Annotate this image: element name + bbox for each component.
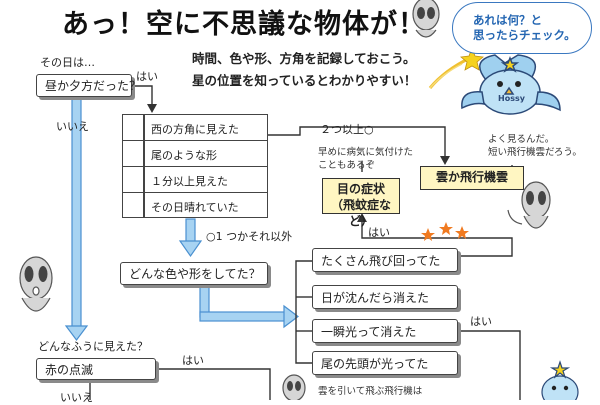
- alien-comment-line-1: よく見るんだ。: [488, 134, 555, 145]
- eye-note-line-2: こともあるぞ: [318, 160, 376, 171]
- line-options-bracket: [295, 260, 312, 364]
- shooting-star-icon: [428, 46, 484, 89]
- q1-yes-label: はい: [136, 70, 158, 83]
- head-q1-yes: [147, 104, 157, 113]
- check-west: 西の方角に見えた: [151, 123, 239, 136]
- intro-line-2: 星の位置を知っているとわかりやすい！: [192, 73, 417, 88]
- question-color-shape: どんな色や形をしてた？: [120, 262, 268, 285]
- option-tail-head-glowing: 尾の先頭が光ってた: [312, 351, 458, 375]
- eye-yes-label: はい: [368, 226, 390, 239]
- red-no-label: いいえ: [60, 391, 93, 404]
- alien-comment-line-2: 短い飛行機雲だろう。: [488, 147, 582, 158]
- alien-bottom-icon: [282, 374, 306, 400]
- check-clear-weather: その日晴れていた: [151, 201, 239, 214]
- mascot-name: Hossy: [498, 94, 525, 103]
- hint-bubble-line-1: あれは何？と: [473, 13, 542, 27]
- checklist-table: 西の方角に見えた 尾のような形 １分以上見えた その日晴れていた: [122, 114, 268, 218]
- sparkle-stars-icon: [421, 222, 469, 241]
- line-q1-yes: [132, 85, 153, 108]
- line-opt3-yes: [458, 330, 521, 400]
- arrow-no-head: [64, 325, 89, 341]
- bottom-note: 雲を引いて飛ぶ飛行機は: [318, 386, 423, 397]
- head-opt1-yes: [357, 213, 367, 222]
- line-two-or-more: [268, 126, 446, 160]
- red-yes-label: はい: [182, 354, 204, 367]
- line-red-yes: [128, 368, 271, 400]
- head-two-or-more: [440, 156, 450, 165]
- question-daytime: 昼か夕方だった？: [36, 74, 141, 97]
- hossy-small-icon: [541, 360, 579, 400]
- eye-result-line-1: 目の症状: [336, 182, 385, 196]
- hint-bubble-line-2: 思ったらチェック。: [473, 28, 576, 42]
- arrow-check-down: [185, 218, 196, 244]
- start-text: その日は…: [40, 56, 95, 69]
- label-one-or-other: ○1 つかそれ以外: [206, 230, 293, 243]
- thin-connectors: [89, 85, 521, 400]
- option-flying-around: たくさん飛び回ってた: [312, 248, 458, 272]
- arrow-q2-head: [283, 304, 299, 329]
- arrow-q2-right: [199, 311, 287, 322]
- eye-result-line-2: （飛蚊症など）: [330, 198, 391, 228]
- label-two-or-more: ２つ以上○: [320, 123, 374, 136]
- blue-arrows: [64, 98, 299, 341]
- eye-note-line-1: 早めに病気に気付けた: [318, 147, 414, 158]
- check-tail-shape: 尾のような形: [151, 149, 217, 162]
- alien-right-icon: [507, 181, 551, 229]
- option-vanished-after-sunset: 日が沈んだら消えた: [312, 285, 458, 309]
- hint-bubble: あれは何？と 思ったらチェック。: [452, 2, 592, 54]
- result-cloud-or-plane: 雲か飛行機雲: [420, 166, 524, 190]
- result-eye-symptom: 目の症状 （飛蚊症など）: [322, 178, 400, 228]
- alien-left-icon: [19, 256, 53, 312]
- alien-top-icon: [412, 0, 440, 38]
- check-over-one-minute: １分以上見えた: [151, 175, 228, 188]
- hossy-mascot-icon: [461, 54, 561, 115]
- q1-no-label: いいえ: [56, 120, 89, 133]
- intro-line-1: 時間、色や形、方角を記録しておこう。: [192, 51, 416, 66]
- arrow-check-head: [178, 240, 203, 258]
- option-yes-label: はい: [470, 315, 492, 328]
- line-opt1-yes: [361, 219, 513, 257]
- question-appearance: どんなふうに見えた？: [38, 340, 148, 353]
- page-title: あっ！空に不思議な物体が！: [62, 9, 426, 40]
- check-red-blink: 赤の点滅: [36, 358, 156, 380]
- option-flash-vanish: 一瞬光って消えた: [312, 319, 458, 343]
